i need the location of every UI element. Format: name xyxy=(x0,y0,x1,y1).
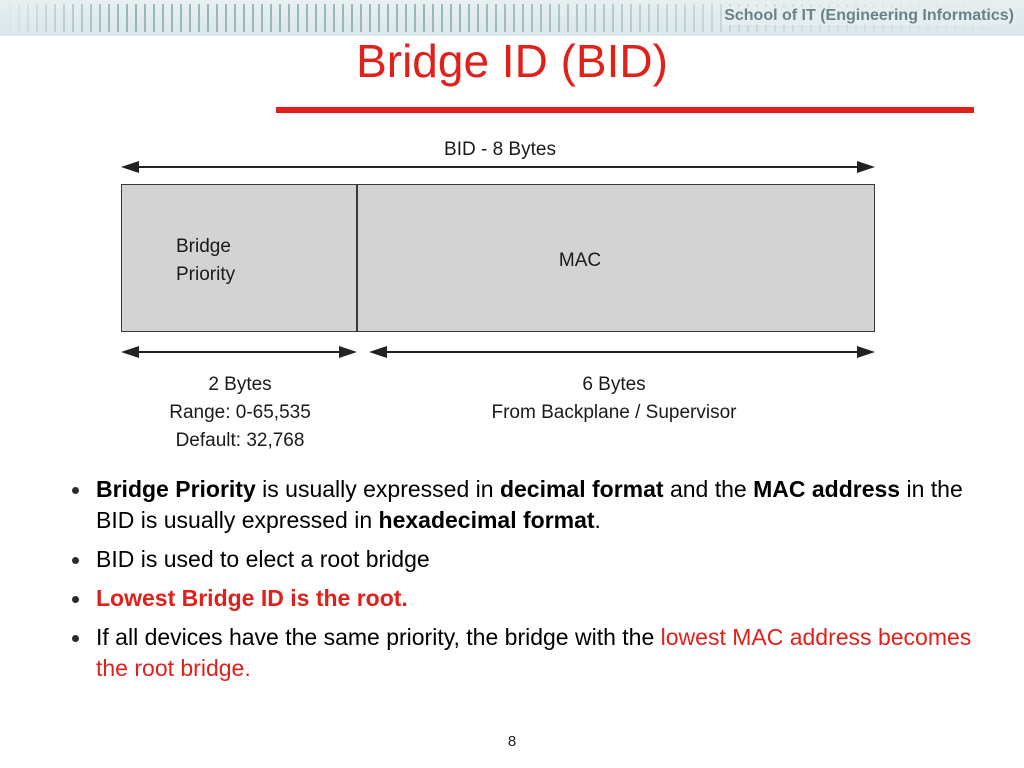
bullet-item: BID is used to elect a root bridge xyxy=(70,544,980,575)
bullet-dot-icon xyxy=(72,487,79,494)
bid-total-label: BID - 8 Bytes xyxy=(444,139,556,160)
mac-field-label: MAC xyxy=(558,250,602,271)
bold-text: hexadecimal format xyxy=(378,507,595,533)
field-divider xyxy=(356,184,358,332)
bold-text: decimal format xyxy=(499,476,664,502)
arrowhead-right xyxy=(339,346,357,358)
priority-caption-default: Default: 32,768 xyxy=(175,430,305,451)
priority-caption-range: Range: 0-65,535 xyxy=(169,402,311,423)
page-number: 8 xyxy=(507,733,517,750)
bold-text: MAC address xyxy=(753,476,901,502)
header-strip: School of IT (Engineering Informatics) xyxy=(0,0,1024,36)
arrowhead-left xyxy=(369,346,387,358)
text: in the BID is usually expressed in xyxy=(96,476,963,533)
mac-caption-bytes: 6 Bytes xyxy=(582,374,646,395)
bullet-item: Lowest Bridge ID is the root. xyxy=(70,583,980,614)
highlight-text: Lowest Bridge ID is the root. xyxy=(96,585,408,611)
text: is usually expressed in xyxy=(255,476,500,502)
bullet-dot-icon xyxy=(72,557,79,564)
bullet-item: Bridge Priority is usually expressed in … xyxy=(70,474,980,536)
dimension-arrows xyxy=(121,161,875,358)
bold-text: Bridge Priority xyxy=(96,476,256,502)
text: BID is used to elect a root bridge xyxy=(96,546,430,572)
bridge-priority-field-label: Bridge Priority xyxy=(176,236,236,285)
title-underline xyxy=(276,107,974,113)
mac-caption-source: From Backplane / Supervisor xyxy=(491,402,737,423)
bullet-list: Bridge Priority is usually expressed in … xyxy=(70,474,980,692)
header-label: School of IT (Engineering Informatics) xyxy=(722,7,1016,25)
arrowhead-left xyxy=(121,161,139,173)
arrowhead-right xyxy=(857,161,875,173)
text: If all devices have the same priority, t… xyxy=(96,624,661,650)
priority-caption-bytes: 2 Bytes xyxy=(208,374,272,395)
slide-title: Bridge ID (BID) xyxy=(356,35,668,87)
bullet-dot-icon xyxy=(72,596,79,603)
arrowhead-right xyxy=(857,346,875,358)
arrowhead-left xyxy=(121,346,139,358)
text: and the xyxy=(663,476,754,502)
bullet-dot-icon xyxy=(72,635,79,642)
text: . xyxy=(594,507,601,533)
highlight-text: lowest MAC address becomes the root brid… xyxy=(96,624,972,681)
bullet-item: If all devices have the same priority, t… xyxy=(70,622,980,684)
bid-diagram: BID - 8 Bytes Bridge Priority MAC 2 Byte… xyxy=(121,139,875,451)
bid-field-frame xyxy=(121,184,875,332)
